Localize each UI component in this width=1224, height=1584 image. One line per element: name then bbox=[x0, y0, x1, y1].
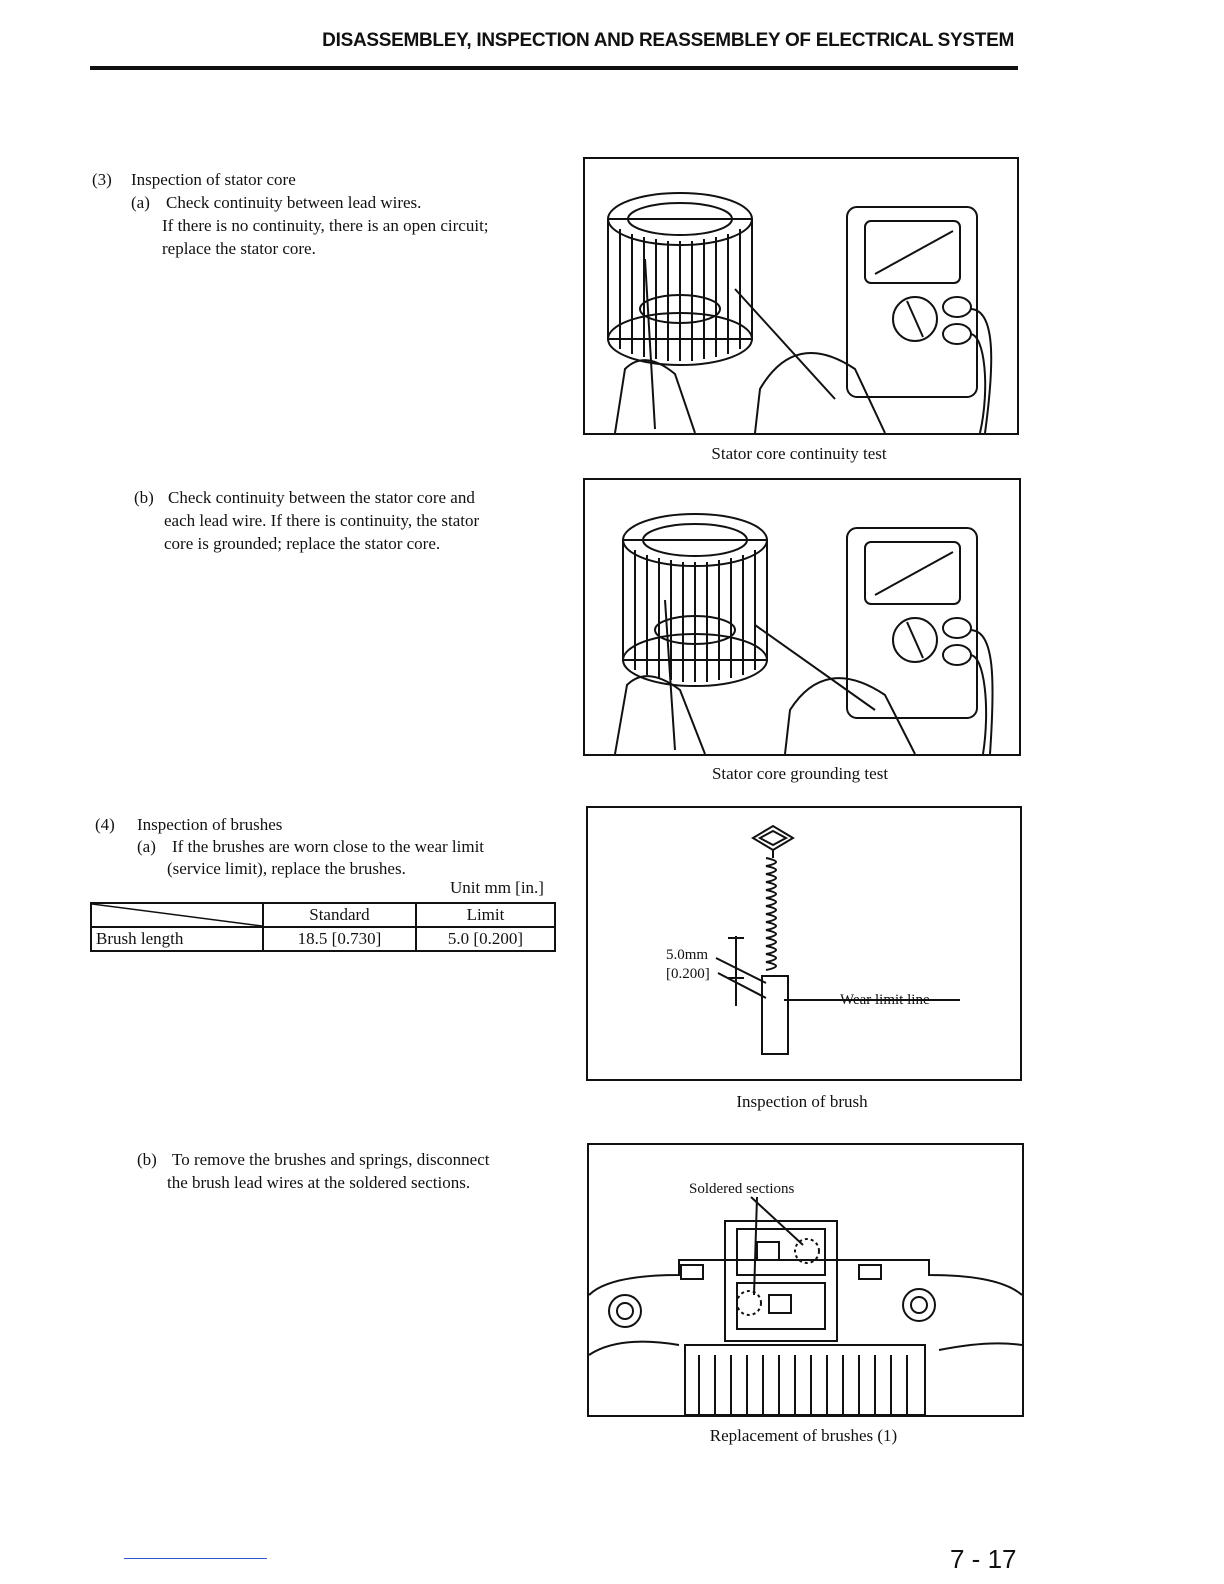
header-title: DISASSEMBLEY, INSPECTION AND REASSEMBLEY… bbox=[322, 30, 1014, 51]
page-header: DISASSEMBLEY, INSPECTION AND REASSEMBLEY… bbox=[90, 26, 1018, 70]
diagonal-rule bbox=[92, 904, 262, 926]
section3-b-line1: Check continuity between the stator core… bbox=[168, 488, 475, 507]
section4-b-line1: To remove the brushes and springs, disco… bbox=[172, 1150, 490, 1169]
stator-grounding-figure bbox=[583, 478, 1021, 756]
wear-limit-label: Wear limit line bbox=[840, 992, 930, 1008]
brush-inspection-figure: 5.0mm [0.200] Wear limit line bbox=[586, 806, 1022, 1081]
section3-title: Inspection of stator core bbox=[131, 170, 296, 189]
table-cell-limit: 5.0 [0.200] bbox=[414, 926, 557, 952]
brush-dimension-mm: 5.0mm bbox=[666, 947, 708, 963]
stator-continuity-figure bbox=[583, 157, 1019, 435]
section3-a-number: (a) bbox=[131, 193, 150, 212]
stator-grounding-illustration bbox=[614, 513, 994, 754]
table-corner-cell bbox=[90, 902, 264, 928]
table-cell-item: Brush length bbox=[90, 926, 264, 952]
section3-a-title: Check continuity between lead wires. bbox=[166, 193, 422, 212]
brush-dimension-in: [0.200] bbox=[666, 966, 710, 982]
section3-b-number: (b) bbox=[134, 488, 154, 507]
section4-title: Inspection of brushes bbox=[137, 815, 283, 834]
section3-a-line1: If there is no continuity, there is an o… bbox=[162, 216, 489, 235]
brush-inspection-illustration: 5.0mm [0.200] Wear limit line bbox=[666, 824, 960, 1055]
section4-number: (4) bbox=[95, 815, 115, 834]
section4-b-line2: the brush lead wires at the soldered sec… bbox=[167, 1173, 471, 1192]
table-header-standard: Standard bbox=[262, 902, 417, 928]
section4-a-line2: (service limit), replace the brushes. bbox=[167, 859, 406, 878]
table-unit-label: Unit mm [in.] bbox=[450, 878, 544, 897]
section3-a-line2: replace the stator core. bbox=[162, 239, 316, 258]
brush-replacement-figure: Soldered sections bbox=[587, 1143, 1024, 1417]
section4-a-line1: If the brushes are worn close to the wea… bbox=[172, 837, 485, 856]
footer-rule bbox=[124, 1558, 267, 1559]
stator-grounding-caption: Stator core grounding test bbox=[711, 764, 889, 783]
section4-b-number: (b) bbox=[137, 1150, 157, 1169]
section4-a-number: (a) bbox=[137, 837, 156, 856]
table-header-row: Standard Limit bbox=[90, 902, 557, 928]
table-cell-standard: 18.5 [0.730] bbox=[262, 926, 417, 952]
stator-continuity-illustration bbox=[607, 192, 993, 433]
soldered-sections-label: Soldered sections bbox=[689, 1181, 795, 1197]
brush-replacement-illustration: Soldered sections bbox=[589, 1181, 1022, 1415]
brush-length-table: Standard Limit Brush length 18.5 [0.730]… bbox=[90, 902, 557, 952]
page-number: 7 - 17 bbox=[950, 1544, 1017, 1574]
stator-continuity-caption: Stator core continuity test bbox=[711, 444, 887, 463]
table-row: Brush length 18.5 [0.730] 5.0 [0.200] bbox=[90, 926, 557, 952]
brush-replacement-caption: Replacement of brushes (1) bbox=[709, 1426, 898, 1445]
brush-inspection-caption: Inspection of brush bbox=[736, 1092, 868, 1111]
section3-b-line3: core is grounded; replace the stator cor… bbox=[164, 534, 441, 553]
table-header-limit: Limit bbox=[414, 902, 557, 928]
section3-number: (3) bbox=[92, 170, 112, 189]
section3-b-line2: each lead wire. If there is continuity, … bbox=[164, 511, 480, 530]
